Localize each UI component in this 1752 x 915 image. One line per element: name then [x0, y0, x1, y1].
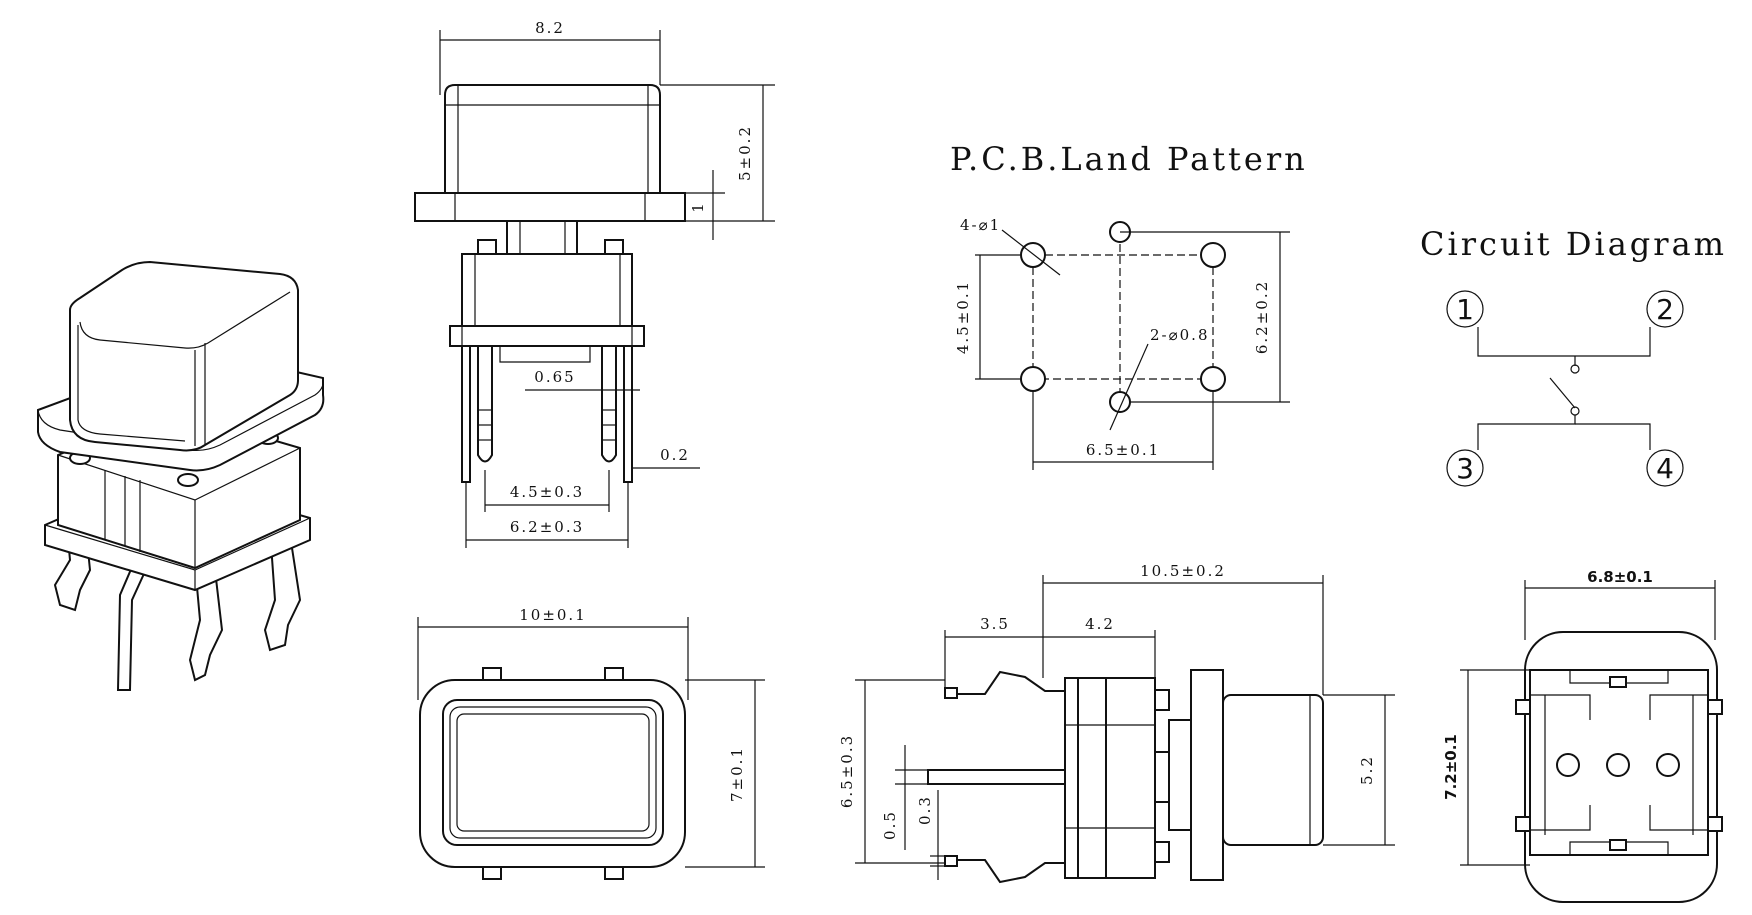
dim-pin-gap: 0.65 — [534, 368, 575, 386]
bottom-view: 6.8±0.1 7.2±0.1 — [1442, 568, 1723, 903]
dim-flange: 1 — [689, 201, 707, 213]
circuit-pin-1-label: 1 — [1456, 293, 1474, 326]
dim-pcb-horiz: 6.5±0.1 — [1086, 441, 1160, 459]
pcb-hole-large-1 — [1020, 242, 1046, 268]
dim-pcb-hole-large: 4-⌀1 — [960, 216, 1001, 234]
dim-side-b: 4.2 — [1085, 615, 1115, 633]
circuit-pin-2-label: 2 — [1656, 293, 1674, 326]
circuit-pin-3-label: 3 — [1456, 452, 1474, 485]
dim-bottom-width: 6.8±0.1 — [1587, 568, 1653, 586]
circuit-pin-1 — [1446, 290, 1484, 328]
circuit-pin-4 — [1646, 449, 1684, 487]
front-body — [461, 253, 633, 327]
circuit-pin-3 — [1446, 449, 1484, 487]
side-cap — [1222, 694, 1324, 846]
dim-side-length: 10.5±0.2 — [1140, 562, 1226, 580]
dim-pin-span: 6.2±0.3 — [510, 518, 584, 536]
dim-side-cap: 5.2 — [1358, 755, 1376, 785]
front-view: 8.2 5±0.2 1 0.65 0.2 4.5±0.3 6.2±0.3 — [414, 19, 775, 548]
dim-top-width: 10±0.1 — [519, 606, 587, 624]
circuit-pin-4-label: 4 — [1656, 452, 1674, 485]
dim-pcb-vert: 4.5±0.1 — [954, 280, 972, 354]
pcb-land-pattern: P.C.B.Land Pattern 4-⌀1 2-⌀0.8 4.5±0.1 6… — [950, 140, 1308, 470]
front-cap — [444, 84, 661, 196]
dim-side-t2: 0.3 — [916, 795, 934, 825]
pcb-hole-small-2 — [1109, 391, 1131, 413]
circuit-diagram: Circuit Diagram 1 2 3 4 — [1420, 225, 1727, 487]
circuit-pin-2 — [1646, 290, 1684, 328]
circuit-title: Circuit Diagram — [1420, 225, 1727, 263]
pcb-title: P.C.B.Land Pattern — [950, 140, 1308, 178]
isometric-view — [37, 260, 325, 691]
dim-bottom-height: 7.2±0.1 — [1442, 734, 1460, 800]
top-view: 10±0.1 7±0.1 — [417, 606, 765, 880]
pcb-hole-large-3 — [1020, 366, 1046, 392]
iso-leg-middle — [188, 564, 224, 682]
pcb-hole-large-4 — [1200, 366, 1226, 392]
side-view: 10.5±0.2 3.5 4.2 6.5±0.3 0.5 0.3 5.2 — [838, 562, 1395, 884]
iso-cap — [69, 260, 299, 452]
dim-pin-offset: 0.2 — [660, 446, 690, 464]
dim-top-height: 7±0.1 — [728, 746, 746, 802]
iso-leg-right — [263, 529, 302, 652]
dim-pcb-right: 6.2±0.2 — [1253, 280, 1271, 354]
side-flange — [1190, 669, 1224, 881]
iso-leg-left — [53, 504, 92, 612]
dim-pin-pitch: 4.5±0.3 — [510, 483, 584, 501]
dim-front-height: 5±0.2 — [736, 125, 754, 181]
dim-side-height: 6.5±0.3 — [838, 734, 856, 808]
dim-pcb-hole-small: 2-⌀0.8 — [1150, 326, 1210, 344]
dim-side-a: 3.5 — [980, 615, 1010, 633]
dim-front-width: 8.2 — [535, 19, 565, 37]
pcb-hole-large-2 — [1200, 242, 1226, 268]
dim-side-t1: 0.5 — [881, 810, 899, 840]
